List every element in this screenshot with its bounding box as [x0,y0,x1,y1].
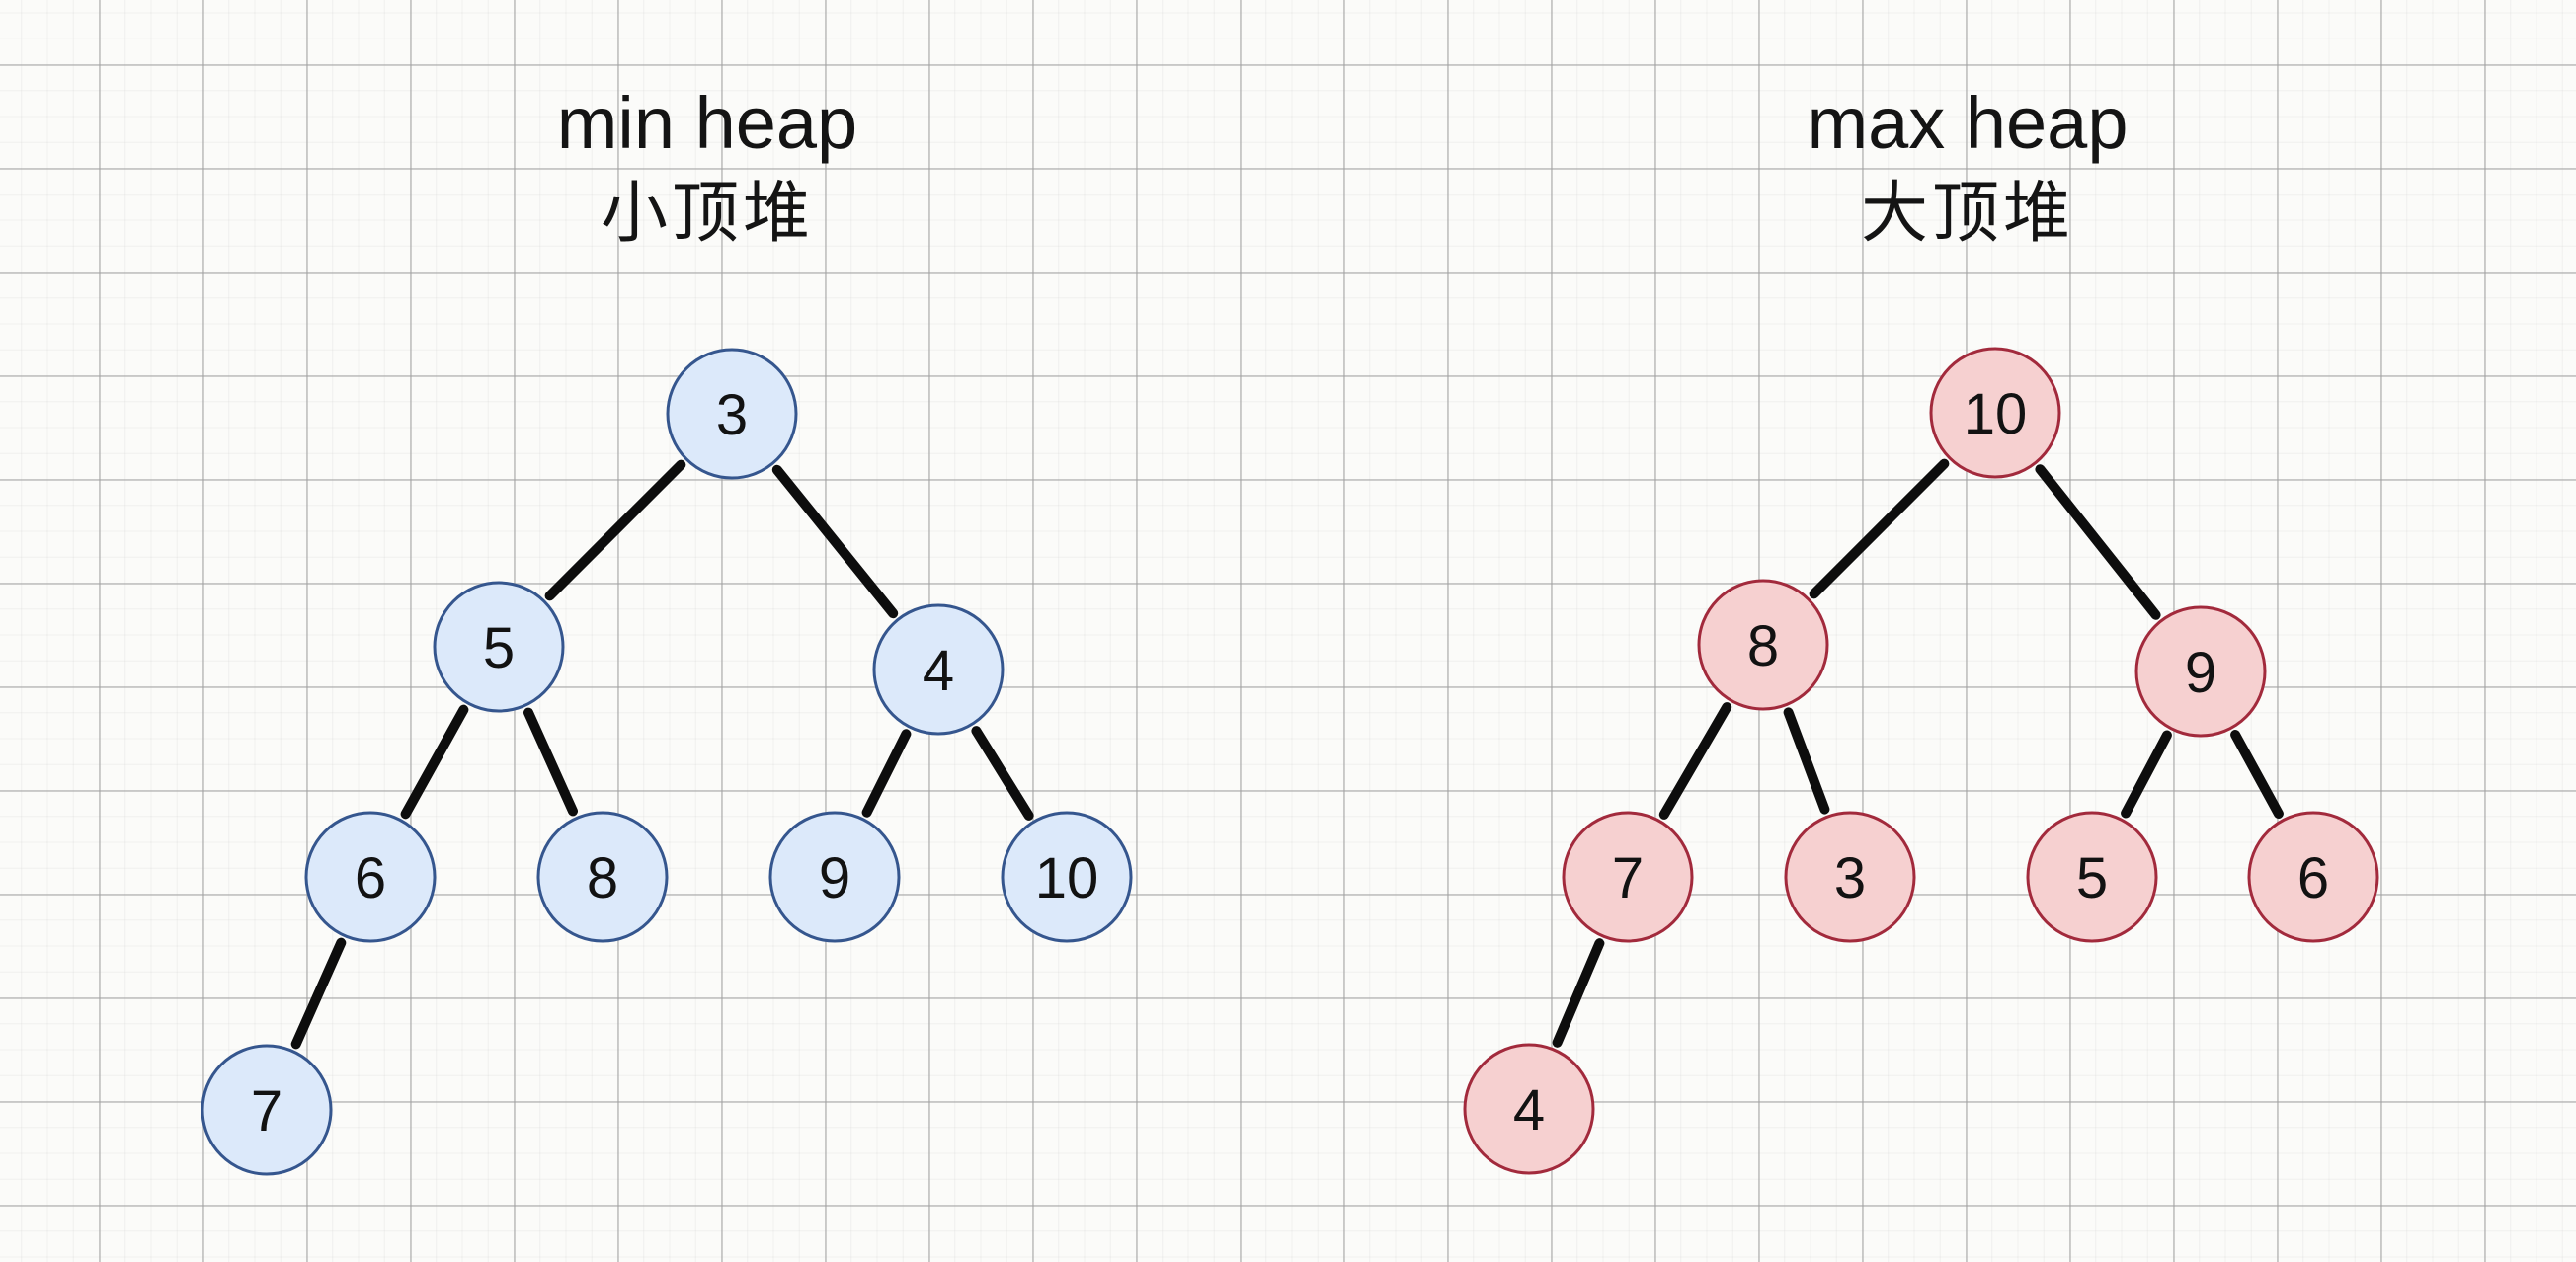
max-heap-node-label-6: 6 [2297,846,2329,910]
max-heap-node-label-5: 5 [2076,846,2108,910]
max-heap-node-label-3: 3 [1834,846,1866,910]
min-heap-node-label-5: 5 [483,616,515,680]
min-heap-node-label-10: 10 [1035,846,1099,910]
min-heap-node-9 [768,811,901,943]
min-heap-edge-6-7 [290,937,347,1050]
max-heap-node-4 [1463,1043,1595,1175]
min-heap-edge-3-4 [771,464,899,619]
max-heap-node-7 [1562,811,1694,943]
min-heap-node-10 [1001,811,1133,943]
max-heap-node-10 [1929,347,2061,479]
min-heap-node-8 [536,811,669,943]
min-heap-node-5 [433,581,565,713]
min-heap-node-4 [872,603,1005,736]
min-heap-node-7 [201,1044,333,1176]
max-heap-node-label-9: 9 [2185,641,2216,705]
min-heap-title: min heap 小顶堆 [556,82,858,251]
max-heap-edge-9-6 [2230,730,2284,819]
min-heap-edge-4-9 [861,729,912,818]
max-heap-edge-10-8 [1809,458,1950,599]
max-heap-node-label-4: 4 [1513,1078,1545,1143]
max-heap-node-5 [2026,811,2158,943]
min-heap-node-3 [666,348,798,480]
max-heap-edge-10-9 [2035,464,2161,620]
max-heap-node-6 [2247,811,2379,943]
max-heap-edge-9-5 [2121,730,2172,819]
max-heap-edge-7-4 [1552,938,1605,1048]
min-heap-title-zh: 小顶堆 [600,176,815,251]
min-heap-edge-4-10 [971,726,1034,821]
min-heap-node-6 [304,811,437,943]
min-heap-node-label-7: 7 [251,1079,282,1144]
max-heap-title-en: max heap [1807,82,2129,164]
min-heap-node-label-6: 6 [355,846,386,910]
min-heap-node-label-9: 9 [819,846,850,910]
max-heap-node-9 [2134,605,2267,738]
max-heap-node-label-7: 7 [1612,846,1644,910]
max-heap-edge-8-3 [1783,707,1830,815]
min-heap-title-en: min heap [556,82,858,164]
max-heap-edge-8-7 [1658,702,1732,820]
max-heap-node-label-8: 8 [1747,614,1779,678]
min-heap-edge-5-6 [400,704,469,820]
min-heap-node-label-3: 3 [716,383,748,447]
min-heap-edge-5-8 [523,707,578,817]
min-heap-node-label-4: 4 [923,639,954,703]
min-heap-edge-3-5 [544,459,686,601]
min-heap-node-label-8: 8 [587,846,618,910]
max-heap-node-8 [1697,579,1829,711]
max-heap-node-3 [1784,811,1916,943]
max-heap-node-label-10: 10 [1964,382,2028,446]
max-heap-title-zh: 大顶堆 [1860,176,2075,251]
max-heap-title: max heap 大顶堆 [1807,82,2129,251]
